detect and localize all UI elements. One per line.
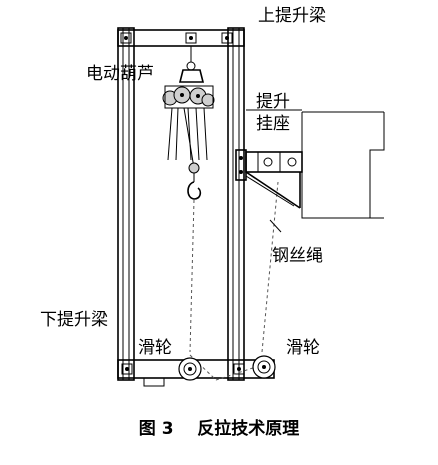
lower-beam-label: 下提升梁 xyxy=(40,310,108,330)
left-column xyxy=(117,27,135,381)
upper-lift-beam xyxy=(117,29,245,47)
upper-beam-label: 上提升梁 xyxy=(258,6,326,26)
building-edge-icon xyxy=(246,109,385,219)
hook-icon xyxy=(187,162,202,200)
wire-rope xyxy=(189,181,282,381)
electric-hoist-icon xyxy=(162,46,215,109)
hoist-chains xyxy=(167,107,208,169)
lift-seat-bracket xyxy=(235,149,303,209)
lift-seat-label-line2: 挂座 xyxy=(256,114,290,134)
lift-seat-label-line1: 提升 xyxy=(256,92,290,112)
pulley-icon-left xyxy=(178,357,202,381)
wire-rope-label: 钢丝绳 xyxy=(272,246,323,266)
electric-hoist-label: 电动葫芦 xyxy=(86,64,154,84)
figure-caption: 图 3 反拉技术原理 xyxy=(138,419,300,439)
pulley-icon-right xyxy=(252,355,276,379)
pulley-label-left: 滑轮 xyxy=(138,338,172,358)
right-column xyxy=(227,27,245,381)
pulley-label-right: 滑轮 xyxy=(286,338,320,358)
